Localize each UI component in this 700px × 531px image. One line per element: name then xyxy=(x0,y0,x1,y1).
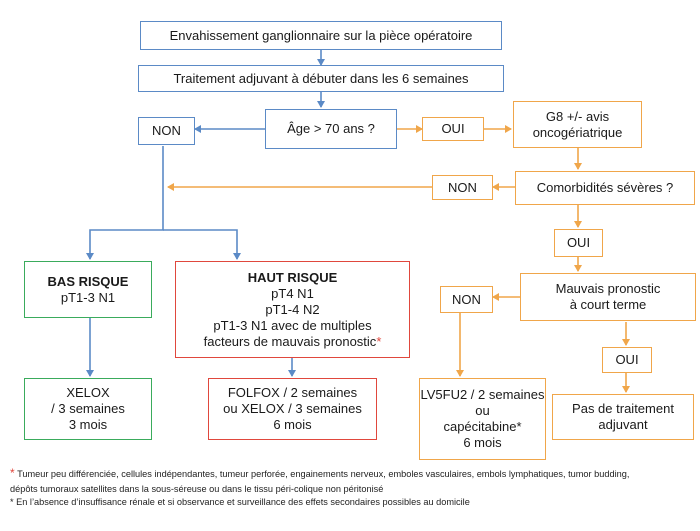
node-haut-risque-star: * xyxy=(376,333,382,349)
node-lv5fu2-line3: capécitabine* xyxy=(443,419,522,434)
node-pas-traitement-line1: Pas de traitement xyxy=(572,401,674,416)
node-haut-risque-line1: pT4 N1 xyxy=(271,285,314,301)
footnote-3-text: En l’absence d’insuffisance rénale et si… xyxy=(16,497,470,507)
node-oui-age: OUI xyxy=(422,117,484,141)
node-g8-line2: oncogériatrique xyxy=(532,124,623,140)
node-pronostic-line1: Mauvais pronostic xyxy=(555,281,661,296)
node-folfox-line3: 6 mois xyxy=(273,417,312,432)
node-pronostic: Mauvais pronostic à court terme xyxy=(520,273,696,321)
node-non-pronostic-label: NON xyxy=(452,291,481,307)
node-non-comorbidites: NON xyxy=(432,175,493,200)
footnote-1: * Tumeur peu différenciée, cellules indé… xyxy=(10,466,695,480)
node-haut-risque-title: HAUT RISQUE xyxy=(247,269,338,285)
node-oui-comorbidites: OUI xyxy=(554,229,603,257)
node-haut-risque-line3: pT1-3 N1 avec de multiples xyxy=(213,317,372,333)
node-haut-risque: HAUT RISQUE pT4 N1 pT1-4 N2 pT1-3 N1 ave… xyxy=(175,261,410,358)
footnote-2-text: dépôts tumoraux satellites dans la sous-… xyxy=(10,484,384,494)
node-pronostic-line2: à court terme xyxy=(569,297,647,312)
node-haut-risque-line4-wrap: facteurs de mauvais pronostic* xyxy=(204,334,382,350)
node-pas-traitement-line2: adjuvant xyxy=(598,417,648,432)
node-g8: G8 +/- avis oncogériatrique xyxy=(513,101,642,148)
node-haut-risque-line2: pT1-4 N2 xyxy=(265,301,320,317)
footnote-2: dépôts tumoraux satellites dans la sous-… xyxy=(10,484,695,495)
node-comorbidites-label: Comorbidités sévères ? xyxy=(536,180,674,195)
footnote-3: * En l’absence d’insuffisance rénale et … xyxy=(10,497,695,508)
node-adjuvant-label: Traitement adjuvant à débuter dans les 6… xyxy=(173,70,469,86)
node-non-age: NON xyxy=(138,117,195,145)
node-lv5fu2-line4: 6 mois xyxy=(463,435,502,450)
node-pas-traitement: Pas de traitement adjuvant xyxy=(552,394,694,440)
node-lv5fu2-line2: ou xyxy=(475,403,490,418)
node-age-label: Âge > 70 ans ? xyxy=(287,121,375,136)
node-non-pronostic: NON xyxy=(440,286,493,313)
node-folfox-line2: ou XELOX / 3 semaines xyxy=(223,401,362,416)
node-bas-risque: BAS RISQUE pT1-3 N1 xyxy=(24,261,152,318)
footnote-1-star: * xyxy=(10,466,15,480)
node-xelox-line1: XELOX xyxy=(66,385,110,400)
node-lv5fu2: LV5FU2 / 2 semaines ou capécitabine* 6 m… xyxy=(419,378,546,460)
node-adjuvant: Traitement adjuvant à débuter dans les 6… xyxy=(138,65,504,92)
node-non-age-label: NON xyxy=(152,123,181,138)
node-folfox-line1: FOLFOX / 2 semaines xyxy=(227,385,358,400)
node-ganglion: Envahissement ganglionnaire sur la pièce… xyxy=(140,21,502,50)
node-bas-risque-line1: pT1-3 N1 xyxy=(60,289,116,305)
node-oui-pronostic: OUI xyxy=(602,347,652,373)
node-oui-pronostic-label: OUI xyxy=(615,352,639,367)
footnote-1-text: Tumeur peu différenciée, cellules indépe… xyxy=(17,469,630,479)
node-age: Âge > 70 ans ? xyxy=(265,109,397,149)
node-g8-line1: G8 +/- avis xyxy=(545,108,610,124)
footnote-3-star: * xyxy=(10,497,14,507)
node-xelox-line2: / 3 semaines xyxy=(51,401,125,416)
node-xelox-line3: 3 mois xyxy=(68,417,108,432)
node-haut-risque-line4: facteurs de mauvais pronostic xyxy=(203,333,377,349)
node-lv5fu2-line1: LV5FU2 / 2 semaines xyxy=(420,387,545,402)
node-bas-risque-title: BAS RISQUE xyxy=(47,273,129,289)
node-non-comorbidites-label: NON xyxy=(448,179,477,195)
node-comorbidites: Comorbidités sévères ? xyxy=(515,171,695,205)
node-ganglion-label: Envahissement ganglionnaire sur la pièce… xyxy=(169,27,473,43)
node-oui-comorbidites-label: OUI xyxy=(566,235,591,250)
node-xelox: XELOX / 3 semaines 3 mois xyxy=(24,378,152,440)
node-folfox: FOLFOX / 2 semaines ou XELOX / 3 semaine… xyxy=(208,378,377,440)
node-oui-age-label: OUI xyxy=(441,121,465,136)
